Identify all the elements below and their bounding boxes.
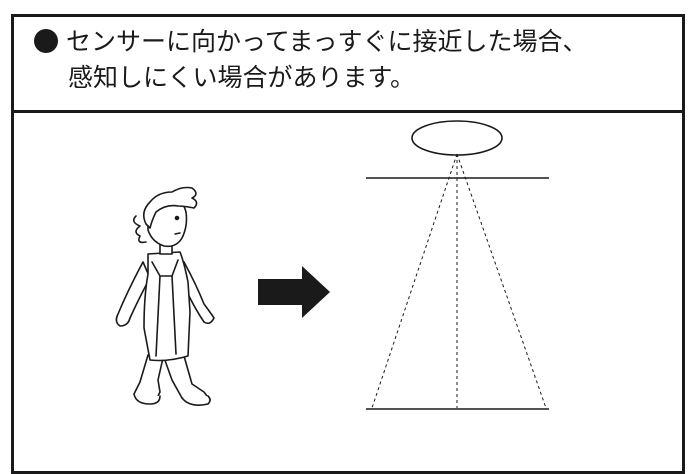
caption-line-1: センサーに向かってまっすぐに接近した場合、 xyxy=(34,24,674,60)
illustration xyxy=(115,120,549,410)
diagram-frame: センサーに向かってまっすぐに接近した場合、 感知しにくい場合があります。 xyxy=(11,14,685,474)
walking-person-icon xyxy=(115,186,215,406)
right-arrow-icon xyxy=(258,266,330,318)
bullet-icon xyxy=(34,29,58,53)
header-divider xyxy=(11,110,685,113)
detection-edge-left xyxy=(371,153,458,409)
detection-edge-right xyxy=(456,153,547,409)
caption-line-2: 感知しにくい場合があります。 xyxy=(68,63,416,92)
caption-text-1: センサーに向かってまっすぐに接近した場合、 xyxy=(66,27,588,56)
caption: センサーに向かってまっすぐに接近した場合、 感知しにくい場合があります。 xyxy=(34,24,674,96)
ceiling-sensor-icon xyxy=(366,120,549,410)
